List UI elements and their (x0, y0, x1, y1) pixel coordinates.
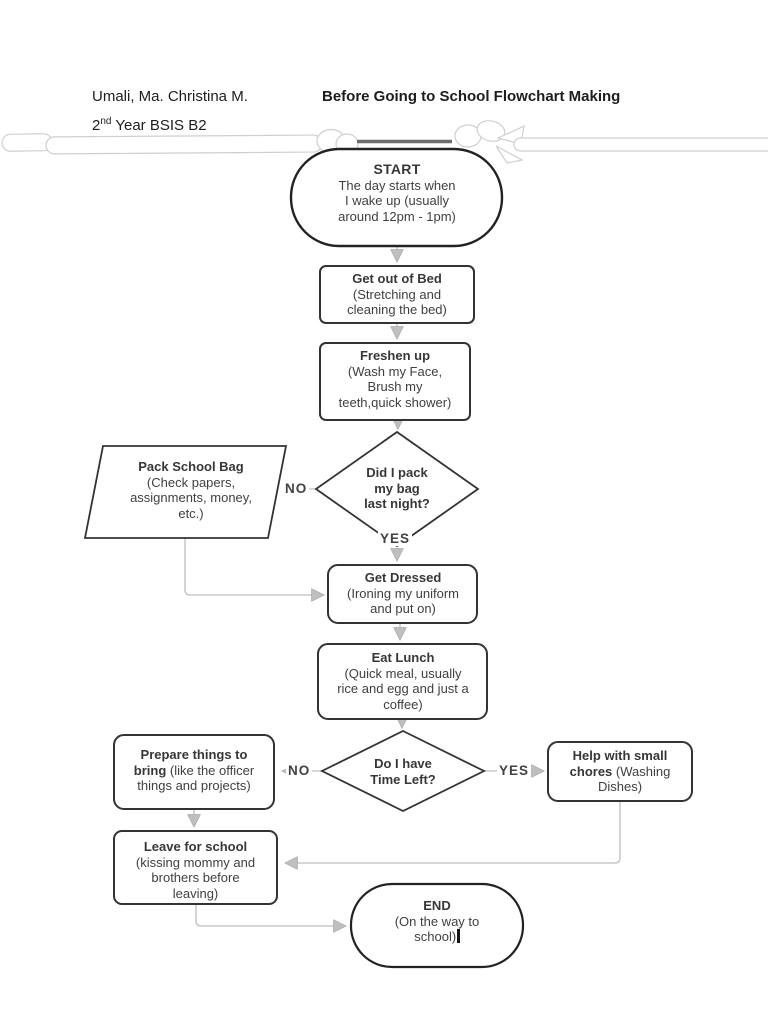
flow-connectors (184, 246, 621, 926)
end-title: END (423, 898, 451, 913)
leave-for-school-body: (kissing mommy and brothers before leavi… (135, 854, 256, 901)
decision-pack-node: Did I pack my bag last night? (337, 465, 457, 512)
page-title: Before Going to School Flowchart Making (322, 88, 621, 105)
eat-lunch-node: Eat Lunch(Quick meal, usually rice and e… (320, 650, 486, 712)
freshen-up-body: (Wash my Face, Brush my teeth,quick show… (338, 363, 452, 410)
flow-shapes (83, 147, 693, 969)
author-year-section: 2nd Year BSIS B2 (92, 116, 207, 134)
text-cursor (457, 929, 460, 944)
start-terminator-shape (289, 147, 504, 248)
decision-time-node: Do I have Time Left? (343, 756, 463, 787)
leave-for-school-node: Leave for school(kissing mommy and broth… (118, 839, 273, 901)
pencil-eraser-shape (1, 133, 53, 152)
arrow-pack-to-getdressed (184, 538, 323, 595)
decision-time-diamond-shape (319, 729, 487, 813)
pack-school-bag-title: Pack School Bag (138, 459, 244, 474)
year-number: 2 (92, 117, 101, 134)
freshen-up-title: Freshen up (359, 348, 431, 363)
no-label-time: NO (286, 763, 313, 778)
start-body: The day starts when I wake up (usually a… (338, 177, 456, 224)
eat-lunch-title: Eat Lunch (371, 650, 435, 665)
leave-for-school-title: Leave for school (143, 839, 248, 854)
pencil-ribbon-decoration (1, 120, 768, 164)
get-dressed-node: Get Dressed(Ironing my uniform and put o… (330, 570, 476, 617)
end-terminator-shape (349, 882, 525, 969)
prepare-things-node: Prepare things to bring (like the office… (118, 747, 270, 794)
prepare-things-title: Prepare things to bring (133, 747, 248, 778)
get-out-of-bed-shape (319, 265, 475, 324)
bow-tail-shape (495, 145, 524, 164)
yes-label-time: YES (497, 763, 532, 778)
get-out-of-bed-node: Get out of Bed(Stretching and cleaning t… (322, 271, 472, 318)
help-chores-title: Help with small chores (569, 748, 668, 779)
freshen-up-node: Freshen up(Wash my Face, Brush my teeth,… (322, 348, 468, 410)
get-dressed-body: (Ironing my uniform and put on) (347, 585, 459, 617)
eat-lunch-shape (317, 643, 488, 720)
end-node: END(On the way to school) (361, 898, 513, 945)
help-chores-node: Help with small chores (Washing Dishes) (552, 748, 688, 795)
arrow-chores-to-leave (286, 801, 621, 863)
pack-school-bag-parallelogram-shape (83, 445, 288, 539)
prepare-things-body: (like the officer things and projects) (137, 762, 255, 794)
start-title: START (373, 161, 421, 177)
prepare-things-shape (113, 734, 275, 810)
author-name: Umali, Ma. Christina M. (92, 88, 248, 105)
pack-school-bag-body: (Check papers, assignments, money, etc.) (130, 474, 252, 521)
get-out-of-bed-body: (Stretching and cleaning the bed) (347, 286, 447, 318)
decision-pack-diamond-shape (314, 430, 480, 548)
year-course: Year BSIS B2 (111, 117, 207, 134)
arrow-leave-to-end (195, 904, 345, 926)
help-chores-shape (547, 741, 693, 802)
pencil-body-shape (45, 134, 323, 155)
yes-label-pack: YES (378, 531, 413, 546)
help-chores-body: (Washing Dishes) (597, 763, 671, 795)
thin-rod-shape (513, 137, 768, 152)
get-dressed-title: Get Dressed (364, 570, 442, 585)
pack-school-bag-node: Pack School Bag(Check papers, assignment… (100, 459, 282, 521)
year-ordinal-suffix: nd (100, 116, 112, 127)
leave-for-school-shape (113, 830, 278, 905)
get-out-of-bed-title: Get out of Bed (352, 271, 442, 286)
eat-lunch-body: (Quick meal, usually rice and egg and ju… (337, 665, 469, 712)
decision-pack-question: Did I pack my bag last night? (364, 465, 430, 512)
freshen-up-shape (319, 342, 471, 421)
no-label-pack: NO (283, 481, 310, 496)
end-body: (On the way to school) (394, 913, 480, 945)
get-dressed-shape (327, 564, 478, 624)
decision-time-question: Do I have Time Left? (370, 756, 436, 787)
